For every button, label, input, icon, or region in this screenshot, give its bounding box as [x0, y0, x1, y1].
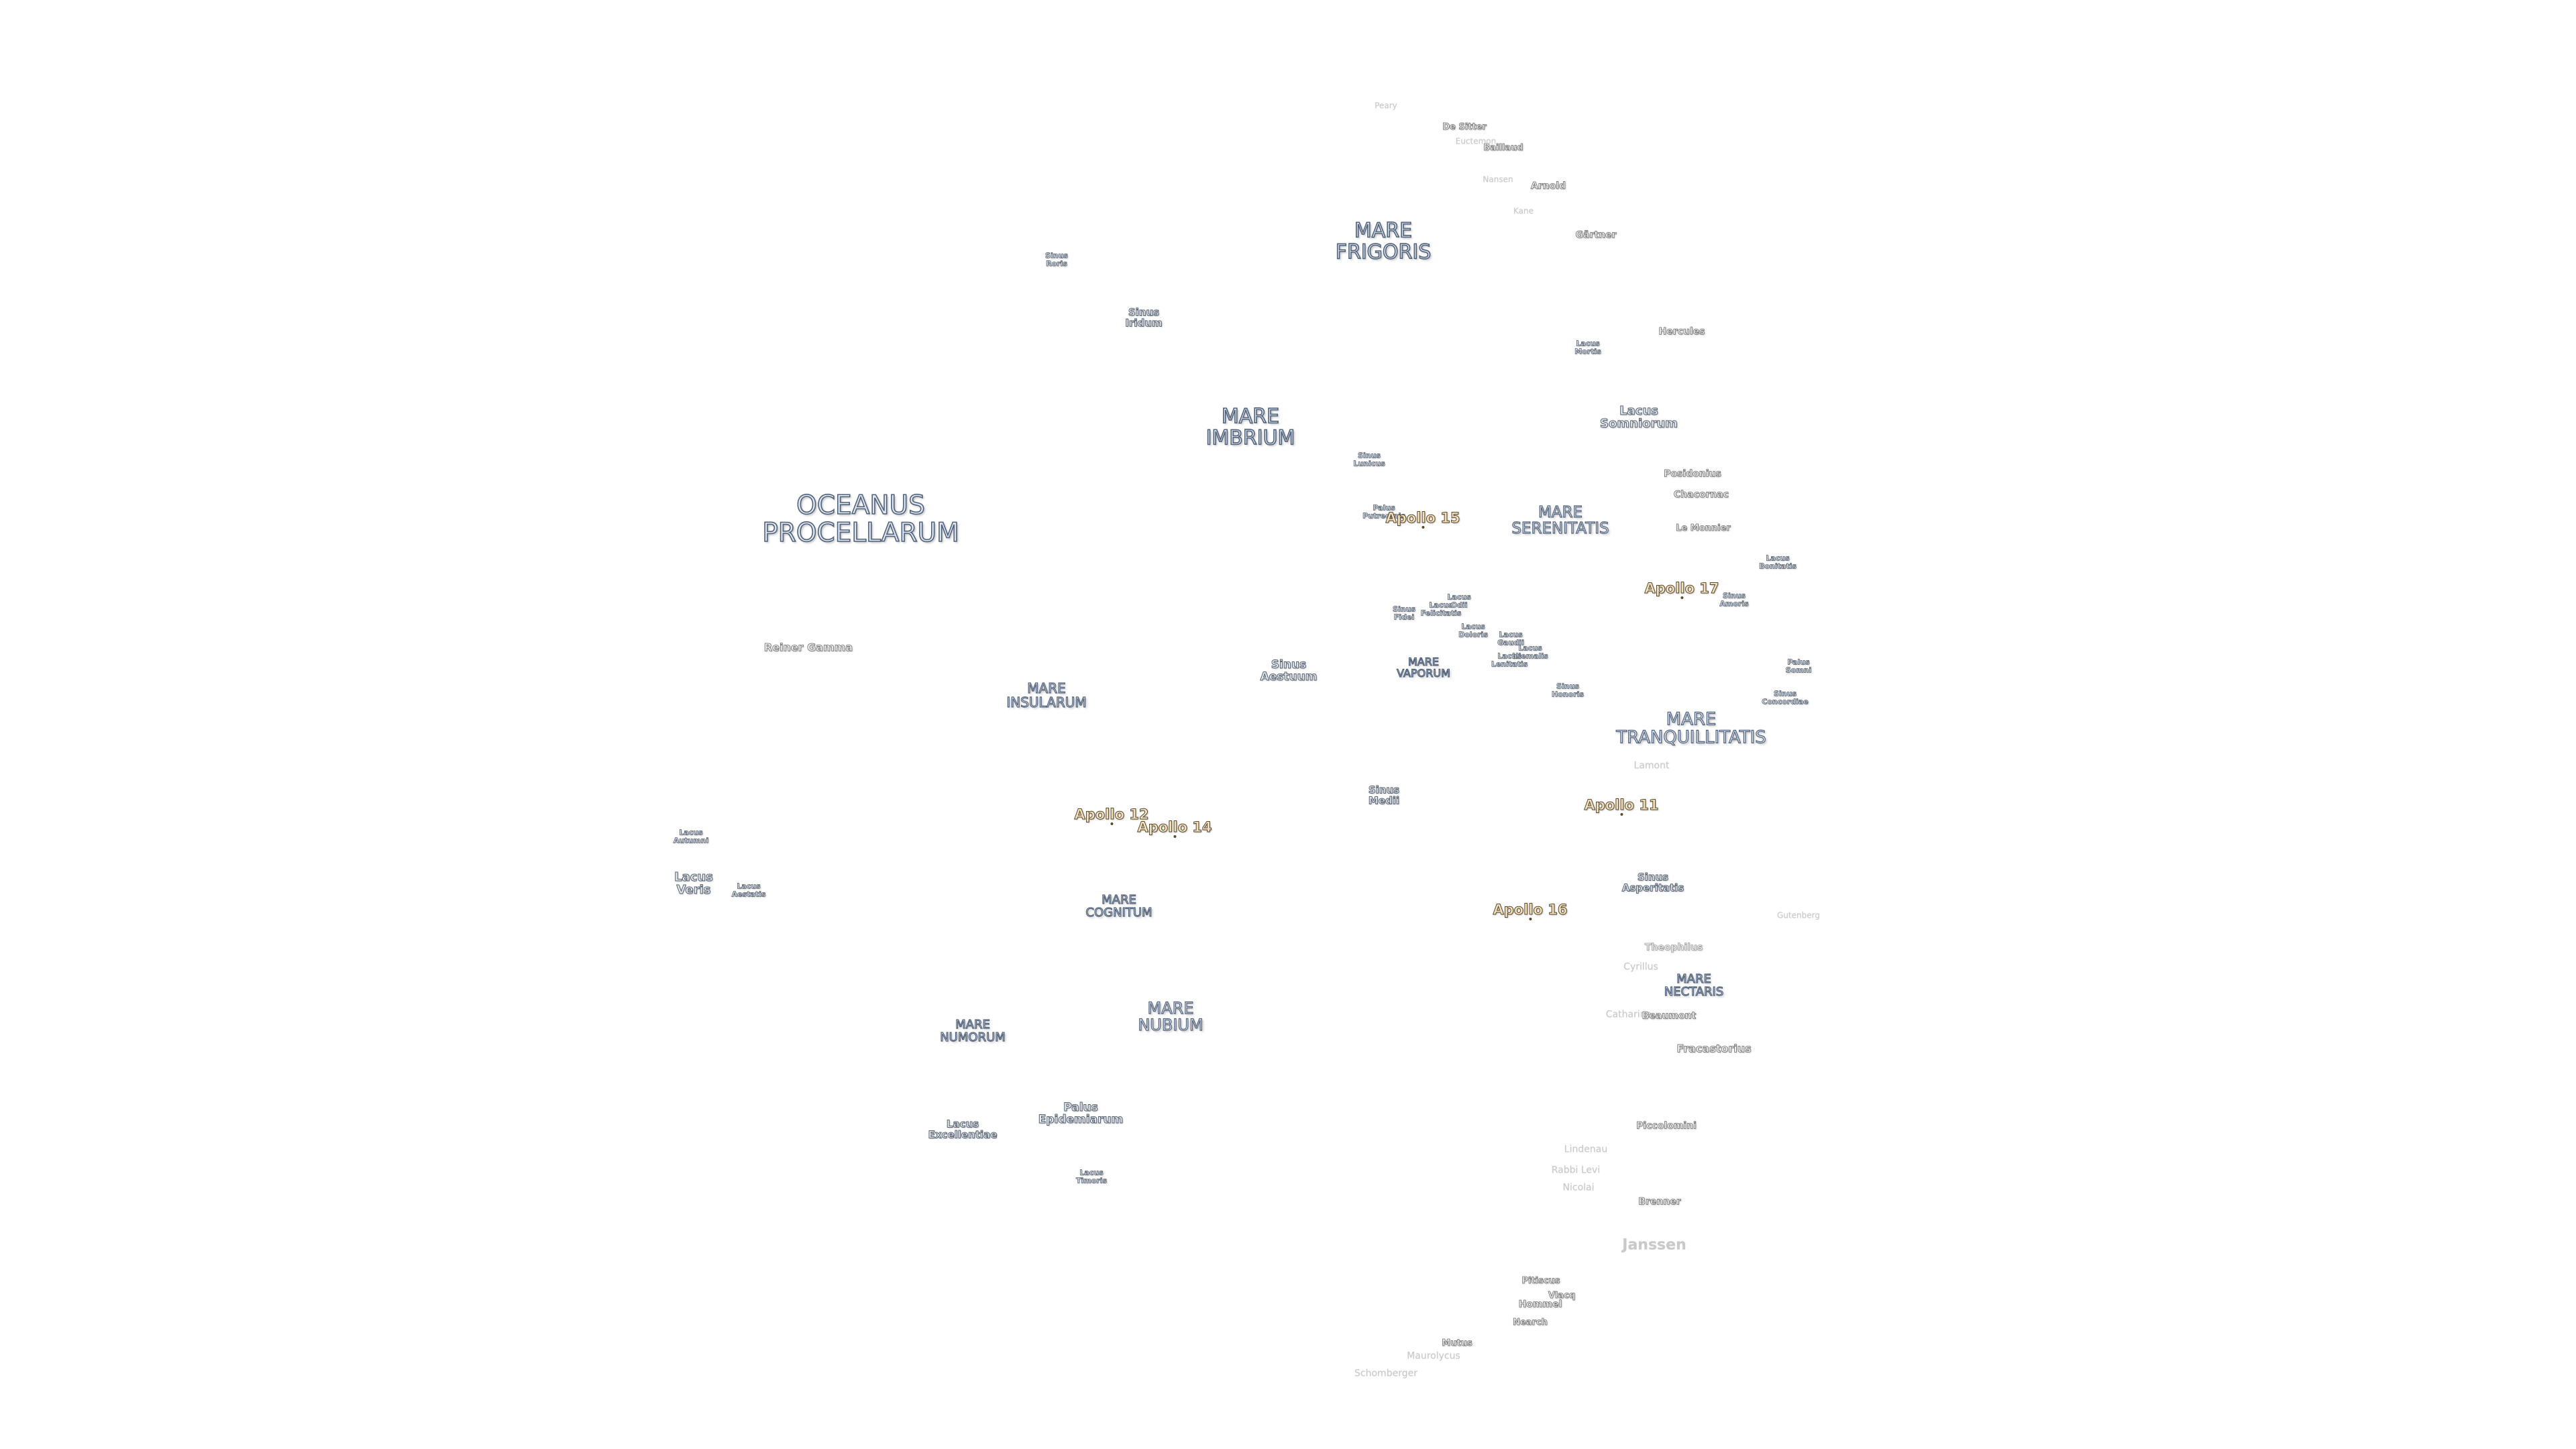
label-lacus-somniorum: Lacus Somniorum — [1600, 404, 1678, 431]
label-apollo-11: Apollo 11 — [1584, 796, 1659, 816]
label-mare-serenitatis: MARE SERENITATIS — [1511, 503, 1609, 537]
label-hommel: Hommel — [1518, 1299, 1562, 1310]
label-palus-putredinis: Palus Putredinis — [1362, 503, 1406, 520]
label-sinus-lunicus: Sinus Lunicus — [1353, 451, 1385, 468]
label-mare-tranquillitatis: MARE TRANQUILLITATIS — [1616, 709, 1767, 748]
label-lacus-aestatis: Lacus Aestatis — [731, 881, 766, 898]
label-apollo-14: Apollo 14 — [1137, 818, 1212, 839]
label-mare-cognitum: MARE COGNITUM — [1085, 893, 1152, 920]
label-sinus-asperitatis: Sinus Asperitatis — [1621, 871, 1684, 894]
label-mare-insularum: MARE INSULARUM — [1006, 680, 1087, 710]
label-lacus-bonitatis: Lacus Bonitatis — [1759, 553, 1797, 570]
label-lacus-doloris: Lacus Doloris — [1458, 622, 1489, 639]
label-beaumont: Beaumont — [1642, 1010, 1697, 1022]
label-chacornac: Chacornac — [1673, 489, 1729, 500]
label-lacus-lenitatis: Lacus Lenitatis — [1491, 651, 1528, 668]
label-mare-numorum: MARE NUMORUM — [940, 1018, 1006, 1044]
label-gartner: Gärtner — [1575, 229, 1617, 241]
label-apollo-12: Apollo 12 — [1074, 806, 1149, 826]
label-mare-frigoris: MARE FRIGORIS — [1335, 219, 1432, 264]
label-lacus-veris: Lacus Veris — [674, 870, 714, 897]
label-nearch: Nearch — [1513, 1318, 1548, 1328]
label-mare-nectaris: MARE NECTARIS — [1664, 972, 1724, 999]
label-schomberger: Schomberger — [1354, 1368, 1417, 1379]
label-nicolai: Nicolai — [1562, 1182, 1595, 1193]
label-gutenberg: Gutenberg — [1777, 910, 1820, 920]
label-mare-nubium: MARE NUBIUM — [1138, 998, 1204, 1034]
label-lacus-odii: Lacus Odii — [1447, 592, 1471, 609]
label-cyrillus: Cyrillus — [1623, 961, 1658, 973]
label-palus-somni: Palus Somni — [1785, 657, 1812, 674]
label-lacus-felicitatis: Lacus Felicitatis — [1420, 600, 1462, 617]
label-euctemon: Euctemon — [1455, 136, 1497, 146]
label-sinus-honoris: Sinus Honoris — [1552, 682, 1585, 698]
label-hercules: Hercules — [1658, 326, 1705, 337]
label-mutus: Mutus — [1442, 1338, 1472, 1349]
label-lacus-gaudii: Lacus Gaudii — [1497, 630, 1524, 647]
label-pitiscus: Pitiscus — [1521, 1276, 1560, 1287]
label-brenner: Brenner — [1638, 1196, 1681, 1208]
label-lamont: Lamont — [1633, 760, 1670, 771]
label-catharina: Catharina — [1605, 1009, 1652, 1020]
label-fracastorius: Fracastorius — [1676, 1042, 1752, 1055]
label-oceanus-procellarum: OCEANUS PROCELLARUM — [761, 490, 959, 548]
label-apollo-15: Apollo 15 — [1385, 509, 1460, 529]
label-maurolycus: Maurolycus — [1407, 1350, 1460, 1362]
label-kane: Kane — [1513, 206, 1534, 216]
label-rabbi-levi: Rabbi Levi — [1551, 1165, 1601, 1176]
label-theophilus: Theophilus — [1644, 942, 1703, 953]
label-arnold: Arnold — [1530, 180, 1566, 192]
label-lacus-timoris: Lacus Timoris — [1075, 1168, 1108, 1185]
label-lacus-autumni: Lacus Autumni — [673, 828, 709, 845]
label-sinus-roris: Sinus Roris — [1045, 251, 1069, 268]
label-nansen: Nansen — [1483, 174, 1513, 184]
label-le-monnier: Le Monnier — [1676, 523, 1731, 534]
label-lacus-mortis: Lacus Mortis — [1574, 339, 1601, 356]
label-sinus-concordiae: Sinus Concordiae — [1762, 689, 1809, 706]
label-piccolomini: Piccolomini — [1636, 1120, 1697, 1132]
label-sinus-aestuum: Sinus Aestuum — [1260, 658, 1318, 684]
label-sinus-medii: Sinus Medii — [1368, 784, 1400, 806]
label-peary: Peary — [1375, 101, 1397, 111]
label-sinus-amoris: Sinus Amoris — [1719, 591, 1749, 608]
label-vlacq: Vlacq — [1548, 1291, 1576, 1301]
label-sinus-iridum: Sinus Iridum — [1125, 306, 1163, 329]
label-apollo-16: Apollo 16 — [1493, 901, 1568, 921]
label-baillaud: Baillaud — [1483, 143, 1523, 154]
label-janssen: Janssen — [1622, 1236, 1686, 1254]
label-reiner-gamma: Reiner Gamma — [763, 641, 853, 654]
label-apollo-17: Apollo 17 — [1644, 580, 1719, 600]
label-de-sitter: De Sitter — [1442, 122, 1487, 133]
label-palus-epidemiarum: Palus Epidemiarum — [1038, 1101, 1124, 1126]
label-lacus-excellentiae: Lacus Excellentiae — [928, 1118, 998, 1140]
label-lindenau: Lindenau — [1564, 1144, 1608, 1155]
label-sinus-fidei: Sinus Fidei — [1393, 604, 1416, 621]
label-lacus-hiemalis: Lacus Hiemalis — [1512, 643, 1548, 660]
label-posidonius: Posidonius — [1664, 468, 1722, 480]
label-mare-imbrium: MARE IMBRIUM — [1205, 405, 1295, 449]
label-mare-vaporum: MARE VAPORUM — [1397, 655, 1451, 680]
